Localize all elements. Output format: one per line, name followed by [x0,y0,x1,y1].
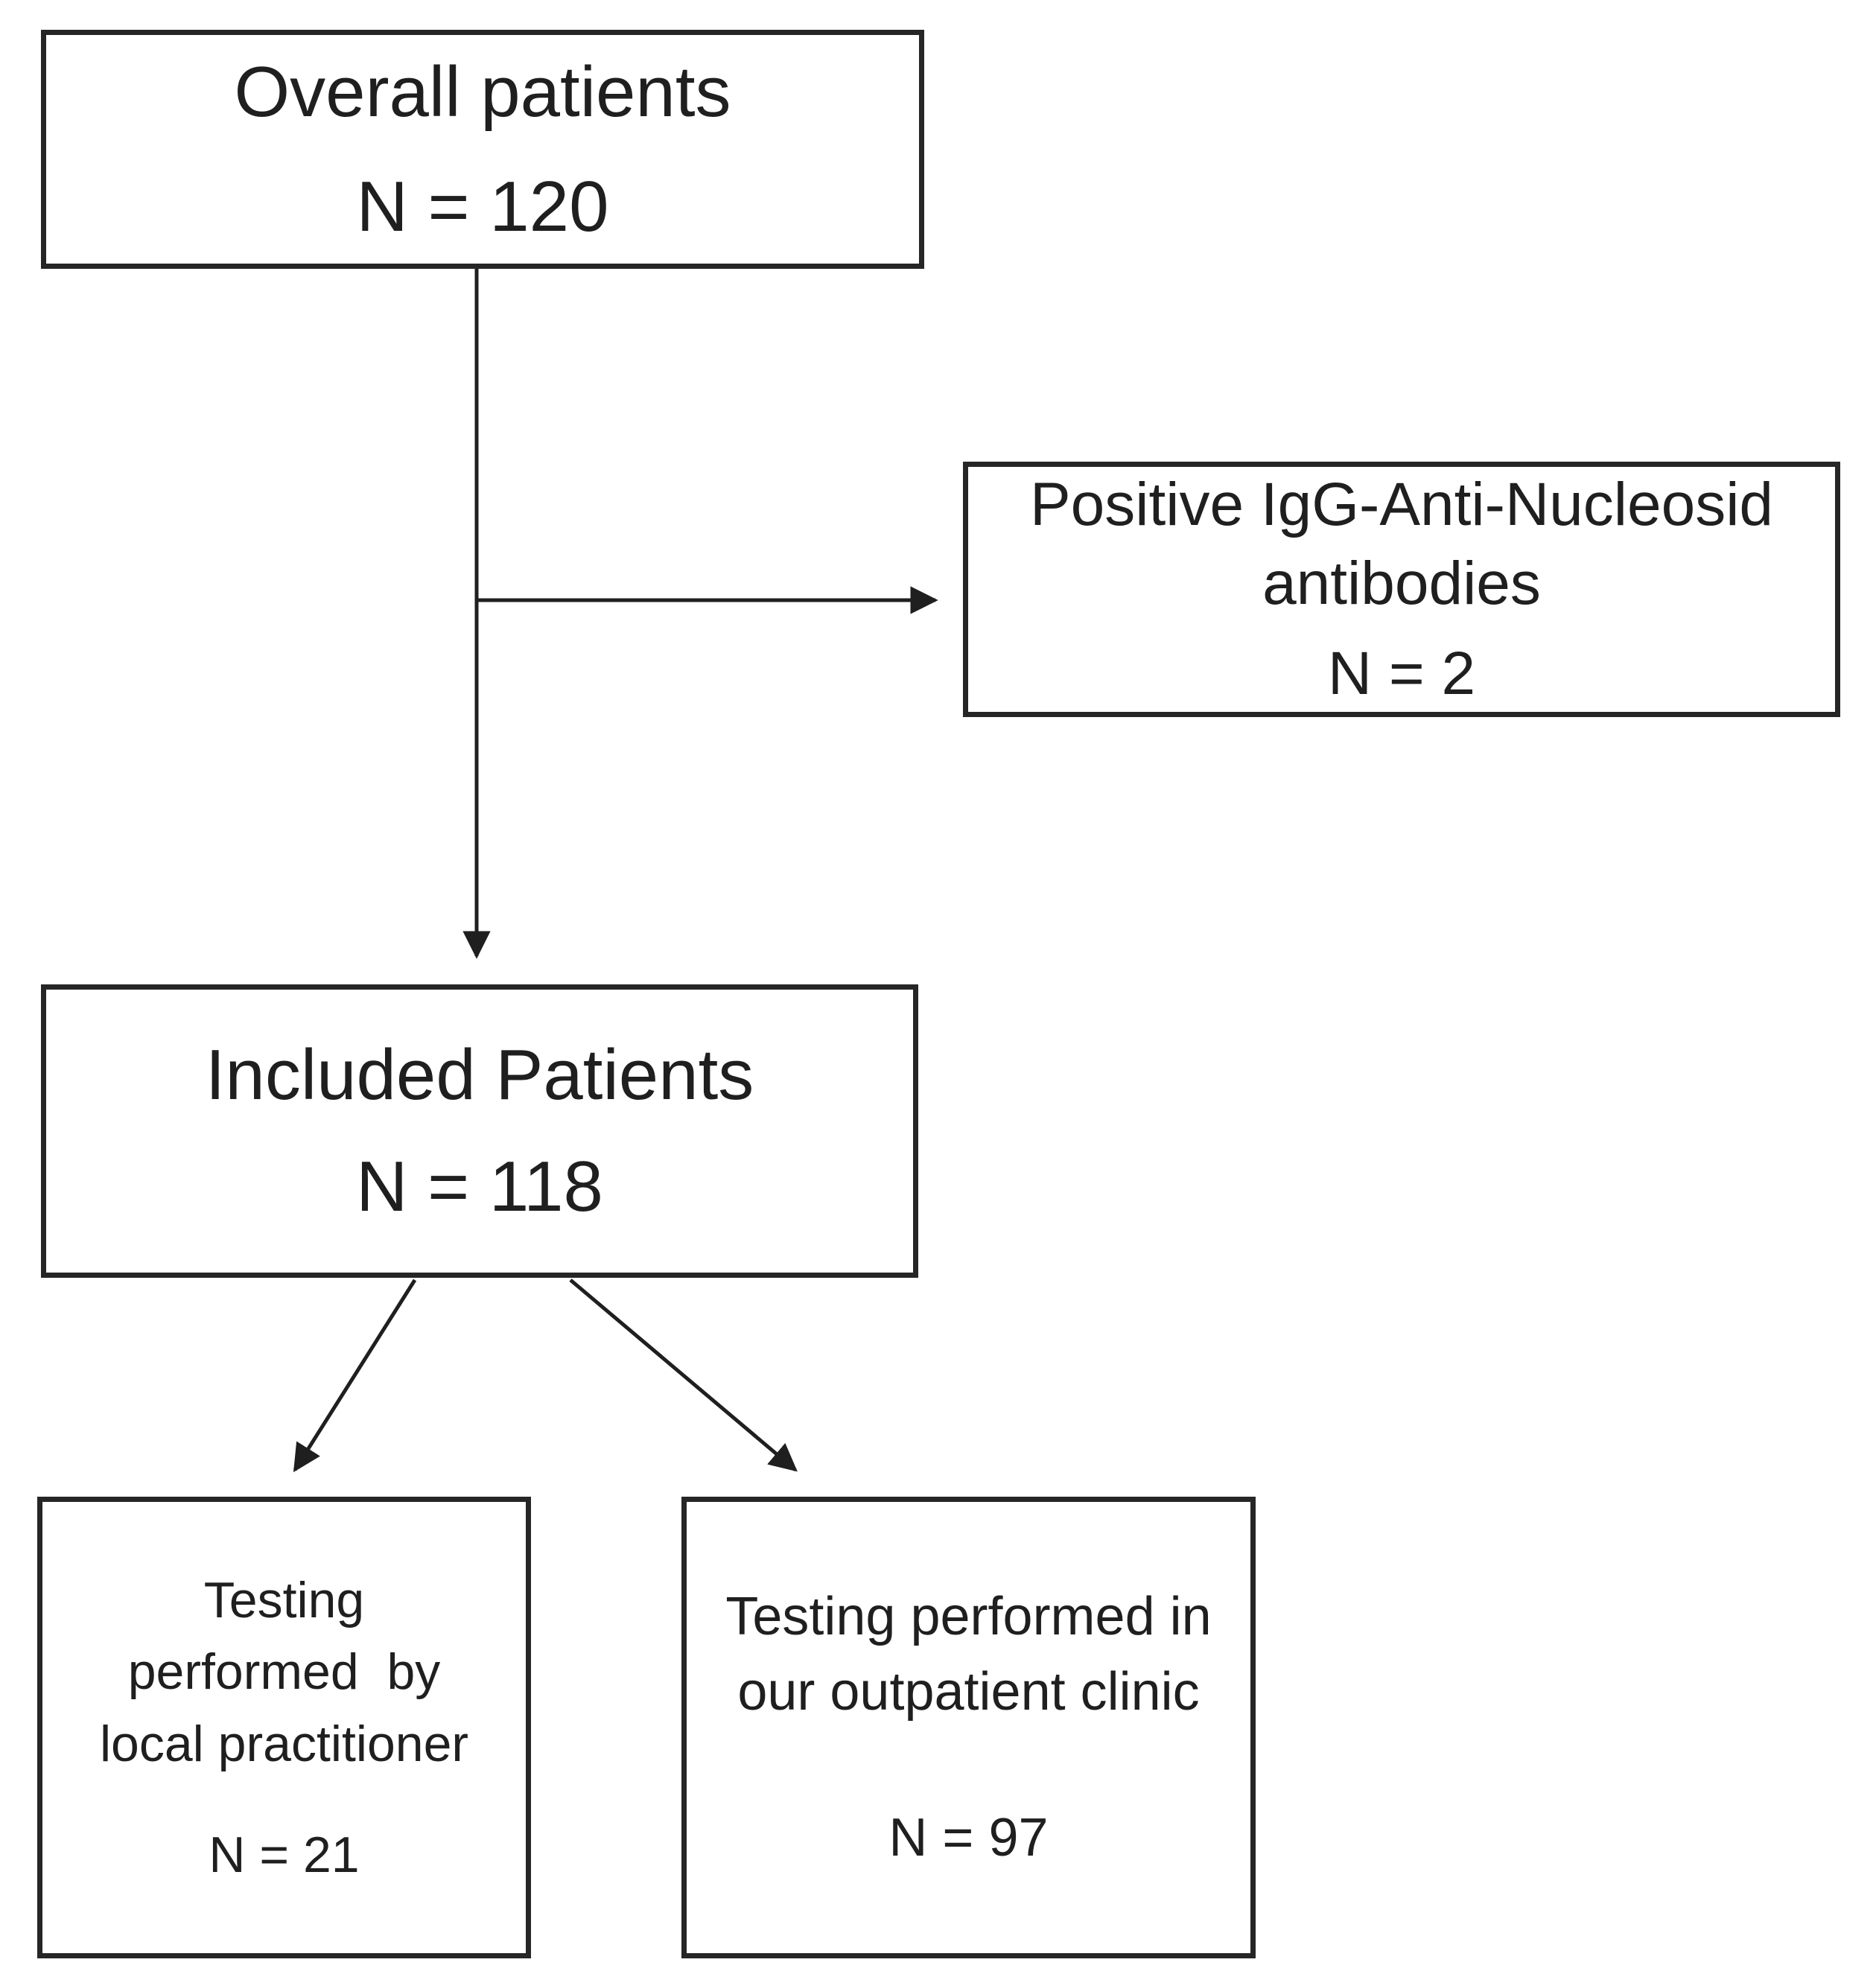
connector-included-to-clinic [569,1279,798,1472]
connector-included-to-local [293,1279,417,1473]
flow-node-included-patients: Included Patients N = 118 [41,984,918,1278]
node-title: Included Patients [205,1035,754,1115]
node-count: N = 97 [888,1808,1049,1868]
flow-node-local-practitioner: Testing performed by local practitioner … [37,1497,531,1958]
node-title: Overall patients [234,51,731,132]
node-title: Testing performed by local practitioner [99,1571,469,1772]
node-count: N = 118 [356,1147,603,1226]
node-title: Positive IgG-Anti-Nucleosid antibodies [1029,470,1774,618]
node-title: Testing performed in our outpatient clin… [725,1586,1212,1722]
node-count: N = 2 [1327,639,1476,707]
node-count: N = 21 [209,1826,360,1883]
flow-node-overall-patients: Overall patients N = 120 [41,30,924,269]
flow-node-outpatient-clinic: Testing performed in our outpatient clin… [681,1497,1256,1958]
node-count: N = 120 [356,166,609,246]
flow-node-positive-antibodies: Positive IgG-Anti-Nucleosid antibodies N… [963,462,1840,717]
